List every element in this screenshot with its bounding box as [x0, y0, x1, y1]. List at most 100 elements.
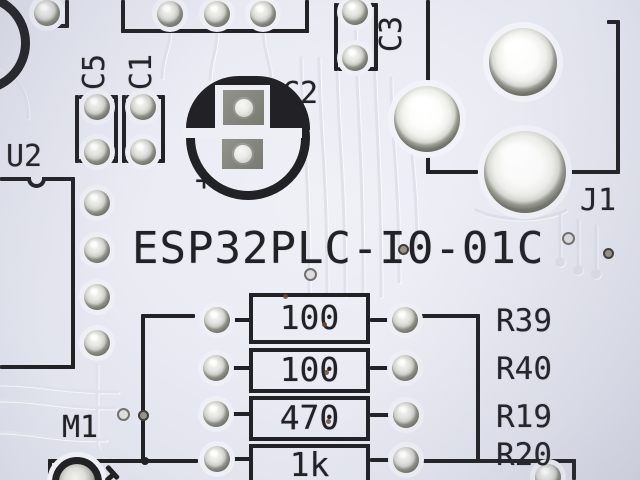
through-hole-pad	[203, 401, 229, 427]
silkscreen-line	[45, 177, 75, 181]
silkscreen-line	[126, 159, 134, 163]
silkscreen-line	[367, 67, 375, 71]
silkscreen-line	[114, 95, 118, 163]
c2-stripe	[182, 128, 302, 138]
silkscreen-line	[141, 314, 145, 463]
silkscreen-line	[229, 318, 250, 322]
c2-plus-mark: +	[195, 163, 214, 198]
through-hole-pad	[392, 307, 418, 333]
via-dark	[138, 410, 149, 421]
silkscreen-line	[374, 3, 378, 71]
resistor-value-3: 470	[279, 398, 340, 437]
label-c1: C1	[124, 53, 159, 91]
through-hole-pad	[130, 139, 156, 165]
silkscreen-line	[65, 0, 69, 28]
silkscreen-line	[122, 95, 126, 163]
through-hole-pad	[130, 94, 156, 120]
label-r20: R20	[496, 437, 552, 473]
resistor-outline-box	[249, 293, 370, 344]
through-hole-pad	[84, 330, 110, 356]
silkscreen-line	[566, 170, 620, 174]
silkscreen-line	[161, 95, 165, 163]
label-c5: C5	[77, 53, 112, 91]
silkscreen-line	[426, 170, 478, 174]
u2-pin1-notch	[27, 177, 46, 188]
silkscreen-line	[476, 314, 480, 463]
label-c2: C2	[282, 76, 319, 111]
via	[304, 268, 317, 281]
silkscreen-line	[79, 159, 87, 163]
through-hole-pad	[84, 94, 110, 120]
dust-speck	[324, 370, 329, 375]
silkscreen-line	[154, 95, 162, 99]
plated-hole-j1	[394, 86, 460, 152]
silkscreen-line	[419, 459, 576, 463]
silkscreen-line	[107, 159, 115, 163]
silkscreen-line	[71, 177, 75, 369]
through-hole-pad	[393, 402, 419, 428]
silkscreen-line	[572, 459, 576, 480]
via-dark	[398, 244, 409, 255]
silkscreen-line	[338, 3, 346, 7]
silkscreen-line	[48, 459, 198, 463]
plated-hole-j1	[489, 28, 557, 96]
through-hole-pad	[250, 1, 276, 27]
silkscreen-line	[48, 459, 52, 480]
label-u2: U2	[6, 139, 43, 174]
through-hole-pad	[204, 1, 230, 27]
silkscreen-line	[370, 366, 393, 370]
through-hole-pad	[84, 284, 110, 310]
silkscreen-line	[121, 29, 309, 33]
m1-ring-pad	[52, 457, 102, 480]
resistor-outline-box	[249, 348, 370, 393]
c2-pad-positive	[223, 90, 264, 125]
silkscreen-line	[79, 95, 87, 99]
silk-junction-dot	[141, 457, 149, 465]
via	[562, 232, 575, 245]
label-c3: C3	[374, 15, 409, 53]
silkscreen-line	[56, 24, 68, 28]
through-hole-pad	[204, 307, 230, 333]
through-hole-pad	[535, 464, 561, 480]
silkscreen-line	[426, 156, 430, 174]
silkscreen-line	[75, 95, 79, 163]
silkscreen-line	[143, 314, 195, 318]
silkscreen-line	[334, 3, 338, 71]
through-hole-pad	[157, 1, 183, 27]
through-hole-pad	[34, 0, 60, 26]
silkscreen-line	[338, 67, 346, 71]
silkscreen-line	[418, 314, 480, 318]
label-r40: R40	[496, 351, 552, 387]
resistor-value-2: 100	[279, 350, 340, 389]
silkscreen-line	[126, 95, 134, 99]
resistor-value-4: 1k	[289, 445, 330, 480]
resistor-outline-box	[249, 444, 370, 480]
via-dark	[603, 248, 614, 259]
resistor-outline-box	[249, 396, 370, 441]
silkscreen-line	[229, 457, 250, 461]
silkscreen-line	[370, 458, 393, 462]
silkscreen-line	[0, 365, 75, 369]
label-m1: M1	[62, 410, 99, 445]
through-hole-pad	[84, 139, 110, 165]
silkscreen-line	[370, 318, 393, 322]
c2-pad-negative	[222, 139, 263, 169]
through-hole-pad	[84, 190, 110, 216]
silkscreen-line	[107, 95, 115, 99]
plated-hole-j1	[484, 131, 566, 213]
through-hole-pad	[342, 0, 368, 25]
through-hole-pad	[84, 237, 110, 263]
silkscreen-line	[367, 3, 375, 7]
label-r39: R39	[496, 303, 552, 339]
resistor-value-1: 100	[279, 298, 340, 337]
dust-speck	[283, 294, 288, 299]
via	[117, 408, 130, 421]
silkscreen-line	[426, 0, 430, 82]
dust-speck	[322, 322, 327, 327]
silkscreen-line	[121, 0, 125, 33]
silkscreen-line	[616, 20, 620, 174]
silkscreen-line	[370, 413, 394, 417]
silkscreen-line	[305, 0, 309, 33]
label-j1: J1	[580, 183, 617, 218]
silkscreen-line	[228, 366, 250, 370]
